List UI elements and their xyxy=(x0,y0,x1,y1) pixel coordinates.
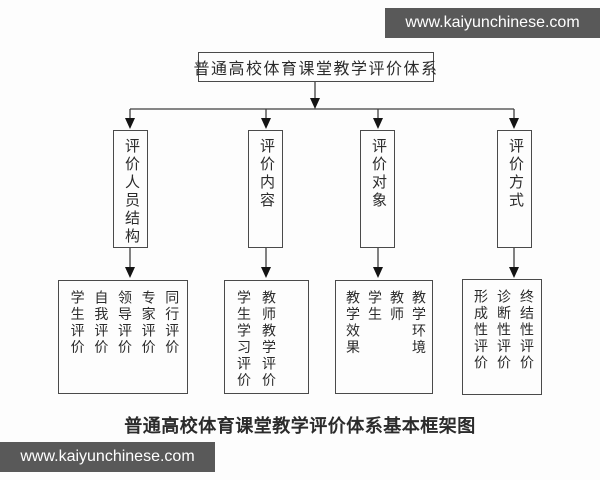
leaf-item: 教师教学评价 xyxy=(260,290,275,389)
leaf-item: 形成性评价 xyxy=(472,289,487,372)
leaf-item: 诊断性评价 xyxy=(495,289,510,372)
leaf-item: 自我评价 xyxy=(92,290,108,356)
branch-box-target: 评价对象 xyxy=(360,130,395,248)
leaf-item: 教师 xyxy=(388,290,403,323)
leaf-item: 教学环境 xyxy=(410,290,425,356)
branch-label: 评价对象 xyxy=(370,138,386,210)
leaf-item: 领导评价 xyxy=(115,290,131,356)
branch-label: 评价内容 xyxy=(258,138,274,210)
figure-caption: 普通高校体育课堂教学评价体系基本框架图 xyxy=(124,416,476,436)
branch-box-content: 评价内容 xyxy=(248,130,283,248)
leaf-item: 学生 xyxy=(366,290,381,323)
leaf-box-content: 学生学习评价 教师教学评价 xyxy=(224,280,309,394)
leaf-item: 学生评价 xyxy=(68,290,84,356)
watermark-top: www.kaiyunchinese.com xyxy=(385,8,600,38)
leaf-box-method: 形成性评价 诊断性评价 终结性评价 xyxy=(462,279,542,395)
leaf-item: 学生学习评价 xyxy=(235,290,250,389)
leaf-box-personnel-structure: 学生评价 自我评价 领导评价 专家评价 同行评价 xyxy=(58,280,188,394)
branch-box-method: 评价方式 xyxy=(497,130,532,248)
branch-label: 评价人员结构 xyxy=(123,138,139,246)
root-node: 普通高校体育课堂教学评价体系 xyxy=(194,52,437,82)
leaf-item: 专家评价 xyxy=(139,290,155,356)
branch-label: 评价方式 xyxy=(507,138,523,210)
arrowheads xyxy=(125,98,519,278)
leaf-item: 终结性评价 xyxy=(518,289,533,372)
leaf-item: 教学效果 xyxy=(344,290,359,356)
watermark-bottom: www.kaiyunchinese.com xyxy=(0,442,215,472)
leaf-box-target: 教学效果 学生 教师 教学环境 xyxy=(335,280,433,394)
leaf-item: 同行评价 xyxy=(163,290,179,356)
branch-box-personnel-structure: 评价人员结构 xyxy=(113,130,148,248)
